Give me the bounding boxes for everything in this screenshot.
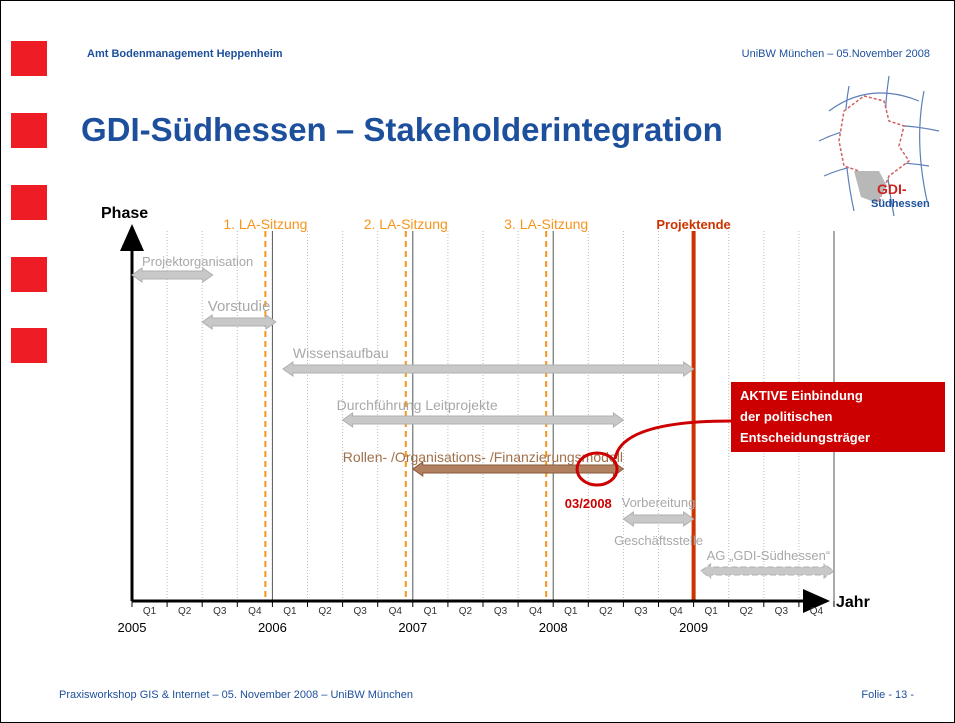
header-organization: Amt Bodenmanagement Heppenheim: [87, 48, 283, 60]
year-tick-label: 2005: [118, 620, 147, 635]
phase-bar-arrow: [411, 461, 625, 477]
quarter-tick-label: Q1: [564, 606, 578, 617]
footer-event: Praxisworkshop GIS & Internet – 05. Nove…: [59, 689, 414, 701]
year-tick-label: 2006: [258, 620, 287, 635]
phase-bar-arrow: [341, 412, 625, 428]
phase-bar: [201, 314, 277, 330]
quarter-tick-label: Q4: [389, 606, 403, 617]
phase-bar-label: Projektorganisation: [142, 254, 253, 269]
milestone-label: 3. LA-Sitzung: [504, 216, 588, 232]
phase-bar-label: Durchführung Leitprojekte: [337, 397, 498, 413]
phase-bar-label: Wissensaufbau: [293, 345, 389, 361]
quarter-tick-label: Q2: [178, 606, 192, 617]
quarter-tick-label: Q1: [283, 606, 297, 617]
quarter-tick-label: Q3: [213, 606, 227, 617]
quarter-tick-label: Q1: [424, 606, 438, 617]
quarter-tick-label: Q3: [634, 606, 648, 617]
region-shape-icon: [854, 171, 887, 203]
quarter-tick-label: Q1: [704, 606, 718, 617]
quarter-tick-label: Q2: [459, 606, 473, 617]
phase-bar-arrow: [622, 511, 695, 527]
phase-bar: [699, 563, 835, 579]
quarter-tick-label: Q3: [494, 606, 508, 617]
phase-bar: [411, 461, 625, 477]
red-square-decoration: [11, 257, 47, 292]
slide-title: GDI-Südhessen – Stakeholderintegration: [81, 111, 723, 148]
callout-box: [731, 382, 945, 452]
logo-text-bottom: Südhessen: [871, 198, 930, 210]
phase-bar-label: Vorbereitung: [622, 495, 696, 510]
phase-bar-label: AG „GDI-Südhessen“: [707, 548, 831, 563]
quarter-tick-label: Q4: [810, 606, 824, 617]
quarter-tick-label: Q2: [599, 606, 613, 617]
red-square-decoration: [11, 185, 47, 220]
quarter-tick-label: Q3: [775, 606, 789, 617]
red-square-decoration: [11, 41, 47, 76]
slide-number: Folie - 13 -: [861, 689, 914, 701]
marker-date-label: 03/2008: [565, 496, 612, 511]
milestone-label: 1. LA-Sitzung: [223, 216, 307, 232]
red-square-decoration: [11, 328, 47, 363]
logo-text-top: GDI-: [877, 181, 907, 197]
quarter-tick-label: Q3: [353, 606, 367, 617]
callout-connector: [613, 419, 732, 460]
phase-bar-arrow: [131, 267, 214, 283]
highlight-circle: [575, 451, 619, 487]
gdi-suedhessen-logo: GDI- Südhessen: [818, 75, 940, 217]
quarter-tick-label: Q2: [740, 606, 754, 617]
phase-bar: [341, 412, 625, 428]
phase-bar: [131, 267, 214, 283]
map-outline-icon: [838, 95, 911, 202]
year-tick-label: 2009: [679, 620, 708, 635]
quarter-tick-label: Q1: [143, 606, 157, 617]
phase-bar-arrow: [282, 361, 695, 377]
quarter-tick-label: Q4: [248, 606, 262, 617]
red-square-decoration: [11, 113, 47, 148]
callout-text-line: der politischen: [740, 409, 833, 424]
y-axis-label: Phase: [101, 205, 148, 222]
phase-bar-arrow: [201, 314, 277, 330]
phase-bar-label: Geschäftsstelle: [614, 533, 703, 548]
year-tick-label: 2008: [539, 620, 568, 635]
callout-text-line: AKTIVE Einbindung: [740, 388, 863, 403]
project-end-label: Projektende: [656, 217, 730, 232]
phase-bar-label: Rollen- /Organisations- /Finanzierungsmo…: [343, 449, 623, 465]
x-axis-label: Jahr: [836, 594, 870, 611]
callout-text-line: Entscheidungsträger: [740, 430, 870, 445]
quarter-tick-label: Q4: [669, 606, 683, 617]
phase-bar-arrow: [699, 563, 835, 579]
milestone-label: 2. LA-Sitzung: [364, 216, 448, 232]
quarter-tick-label: Q4: [529, 606, 543, 617]
phase-bar-label: Vorstudie: [208, 298, 271, 315]
header-event: UniBW München – 05.November 2008: [741, 48, 930, 60]
phase-bar: [282, 361, 695, 377]
phase-bar: [622, 511, 695, 527]
year-tick-label: 2007: [398, 620, 427, 635]
quarter-tick-label: Q2: [318, 606, 332, 617]
